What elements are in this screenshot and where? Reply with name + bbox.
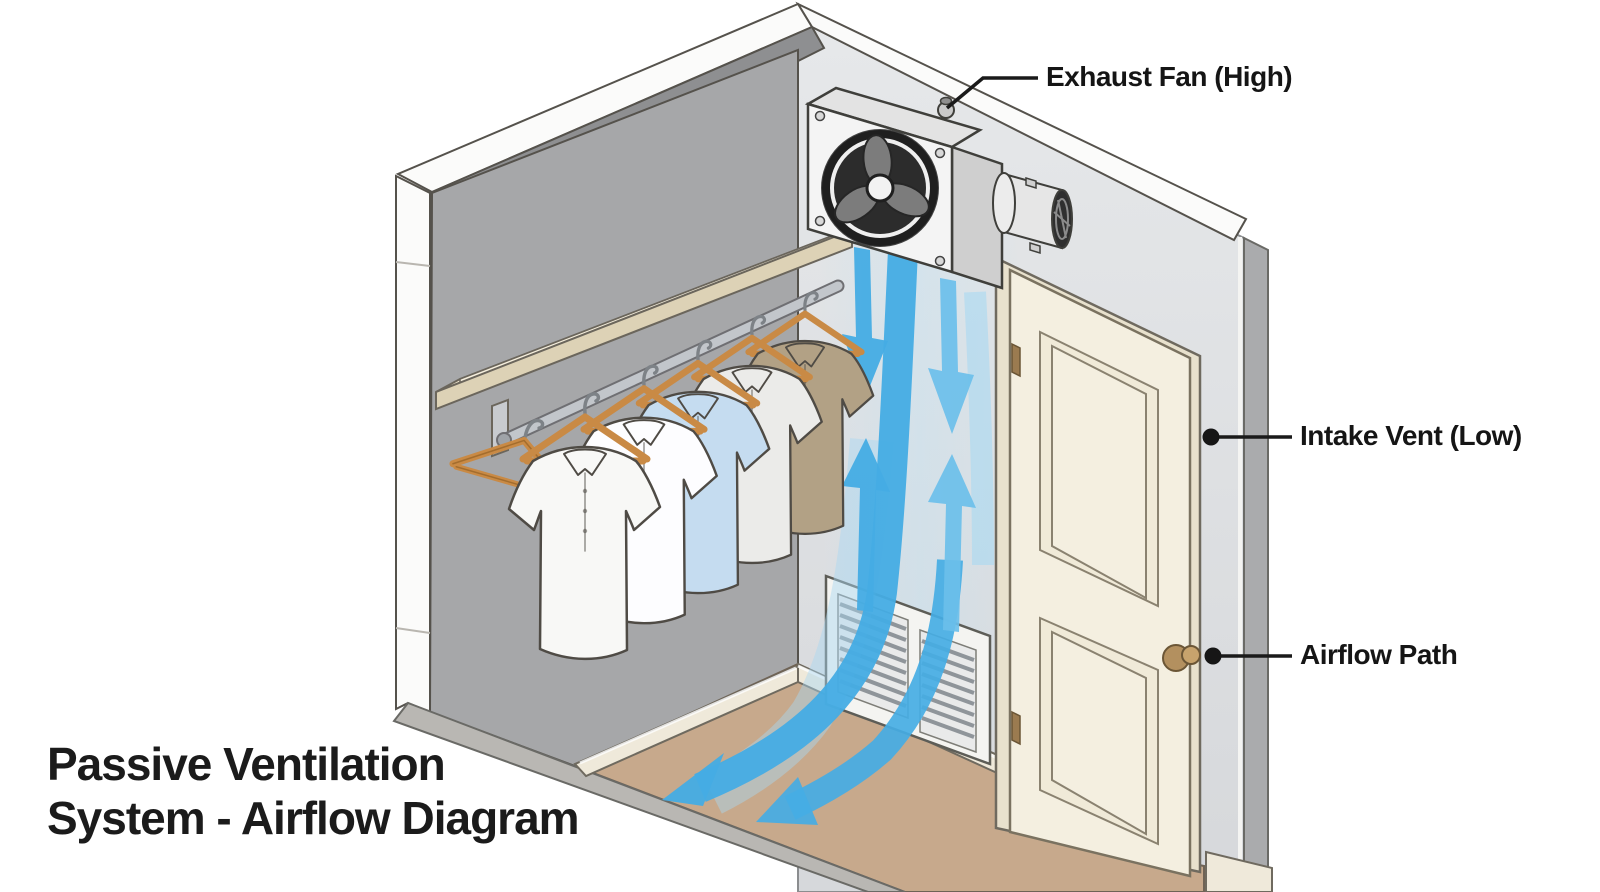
fan-rotor bbox=[821, 129, 939, 247]
fan-screws bbox=[814, 110, 946, 267]
fan-top-knob bbox=[937, 96, 955, 119]
airflow-path-callout-dot bbox=[1204, 647, 1222, 665]
shirt bbox=[507, 392, 662, 661]
callout-lines bbox=[945, 76, 1292, 665]
airflow-main-band bbox=[662, 249, 918, 806]
diagram-title-line1: Passive Ventilation bbox=[47, 738, 446, 790]
closet-shelf bbox=[435, 217, 877, 458]
intake-vent-label: Intake Vent (Low) bbox=[1300, 420, 1522, 451]
hanging-clothes bbox=[449, 291, 875, 661]
exhaust-fan-callout-line bbox=[945, 76, 1038, 110]
closet-door bbox=[994, 256, 1202, 878]
fan-duct bbox=[992, 172, 1073, 255]
door-hinges bbox=[1011, 342, 1021, 746]
intake-vent-callout-dot bbox=[1202, 428, 1220, 446]
airflow-down-arrow bbox=[928, 278, 974, 434]
exhaust-fan-label: Exhaust Fan (High) bbox=[1046, 61, 1293, 92]
door-knob bbox=[1162, 644, 1201, 672]
exhaust-fan bbox=[804, 86, 1073, 290]
airflow-path-label: Airflow Path bbox=[1300, 639, 1458, 670]
diagram-title-line2: System - Airflow Diagram bbox=[47, 792, 580, 844]
diagram-title: Passive Ventilation System - Airflow Dia… bbox=[47, 737, 580, 845]
airflow-up-arrow bbox=[928, 454, 976, 632]
closet-rod bbox=[496, 279, 845, 448]
airflow-up-arrow bbox=[842, 438, 890, 612]
airflow-arrows bbox=[662, 247, 994, 825]
